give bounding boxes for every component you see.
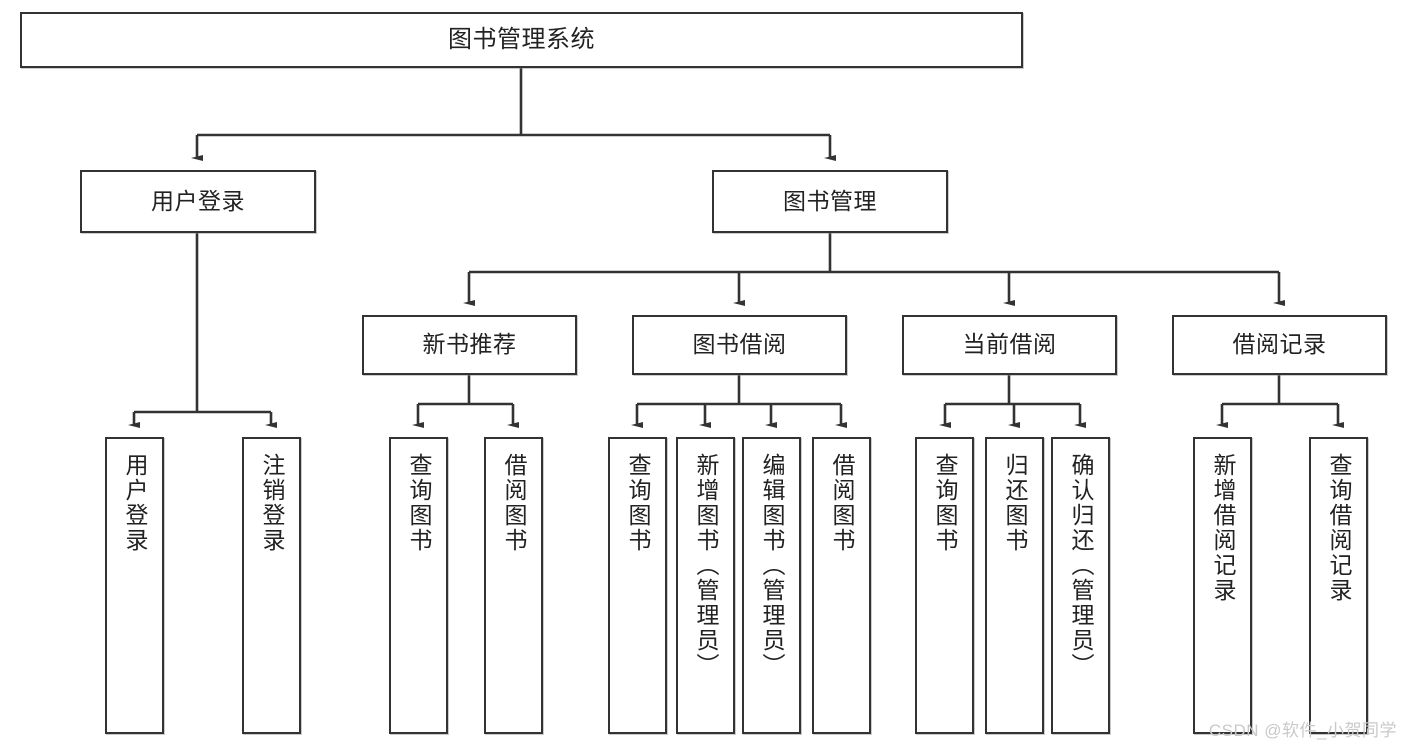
node-book-management[interactable]: 图书管理 — [712, 170, 948, 233]
node-label: 查询借阅记录 — [1326, 453, 1352, 603]
node-label: 用户登录 — [122, 453, 148, 553]
leaf-borrow-add-book-admin[interactable]: 新增图书（管理员） — [676, 437, 735, 734]
node-label: 当前借阅 — [962, 331, 1057, 358]
leaf-record-query-record[interactable]: 查询借阅记录 — [1309, 437, 1368, 734]
node-label: 新增图书（管理员） — [693, 453, 719, 678]
node-label: 借阅图书 — [829, 453, 855, 553]
node-label: 借阅记录 — [1232, 331, 1327, 358]
leaf-user-login-logout[interactable]: 注销登录 — [242, 437, 301, 734]
leaf-recommend-query-book[interactable]: 查询图书 — [389, 437, 448, 734]
leaf-current-return-book[interactable]: 归还图书 — [985, 437, 1044, 734]
node-borrow-record[interactable]: 借阅记录 — [1172, 315, 1387, 375]
leaf-current-confirm-return-admin[interactable]: 确认归还（管理员） — [1051, 437, 1110, 734]
node-label: 图书管理 — [783, 187, 877, 214]
node-label: 借阅图书 — [501, 453, 527, 553]
node-label: 图书借阅 — [692, 331, 787, 358]
node-label: 查询图书 — [406, 453, 432, 553]
node-label: 归还图书 — [1002, 453, 1028, 553]
node-root-system[interactable]: 图书管理系统 — [20, 12, 1023, 68]
node-label: 查询图书 — [932, 453, 958, 553]
leaf-recommend-borrow-book[interactable]: 借阅图书 — [484, 437, 543, 734]
node-label: 图书管理系统 — [448, 25, 595, 53]
csdn-watermark: CSDN @软件_小贺同学 — [1208, 721, 1397, 740]
leaf-user-login-login[interactable]: 用户登录 — [105, 437, 164, 734]
node-user-login[interactable]: 用户登录 — [80, 170, 316, 233]
node-label: 注销登录 — [259, 453, 285, 553]
node-label: 确认归还（管理员） — [1068, 453, 1094, 678]
leaf-borrow-edit-book-admin[interactable]: 编辑图书（管理员） — [742, 437, 801, 734]
node-label: 查询图书 — [625, 453, 651, 553]
node-label: 新增借阅记录 — [1210, 453, 1236, 603]
node-new-book-recommend[interactable]: 新书推荐 — [362, 315, 577, 375]
leaf-current-query-book[interactable]: 查询图书 — [915, 437, 974, 734]
node-book-borrow[interactable]: 图书借阅 — [632, 315, 847, 375]
leaf-borrow-borrow-book[interactable]: 借阅图书 — [812, 437, 871, 734]
node-label: 编辑图书（管理员） — [759, 453, 785, 678]
leaf-borrow-query-book[interactable]: 查询图书 — [608, 437, 667, 734]
node-label: 用户登录 — [151, 187, 245, 214]
node-label: 新书推荐 — [422, 331, 517, 358]
leaf-record-add-record[interactable]: 新增借阅记录 — [1193, 437, 1252, 734]
node-current-borrow[interactable]: 当前借阅 — [902, 315, 1117, 375]
